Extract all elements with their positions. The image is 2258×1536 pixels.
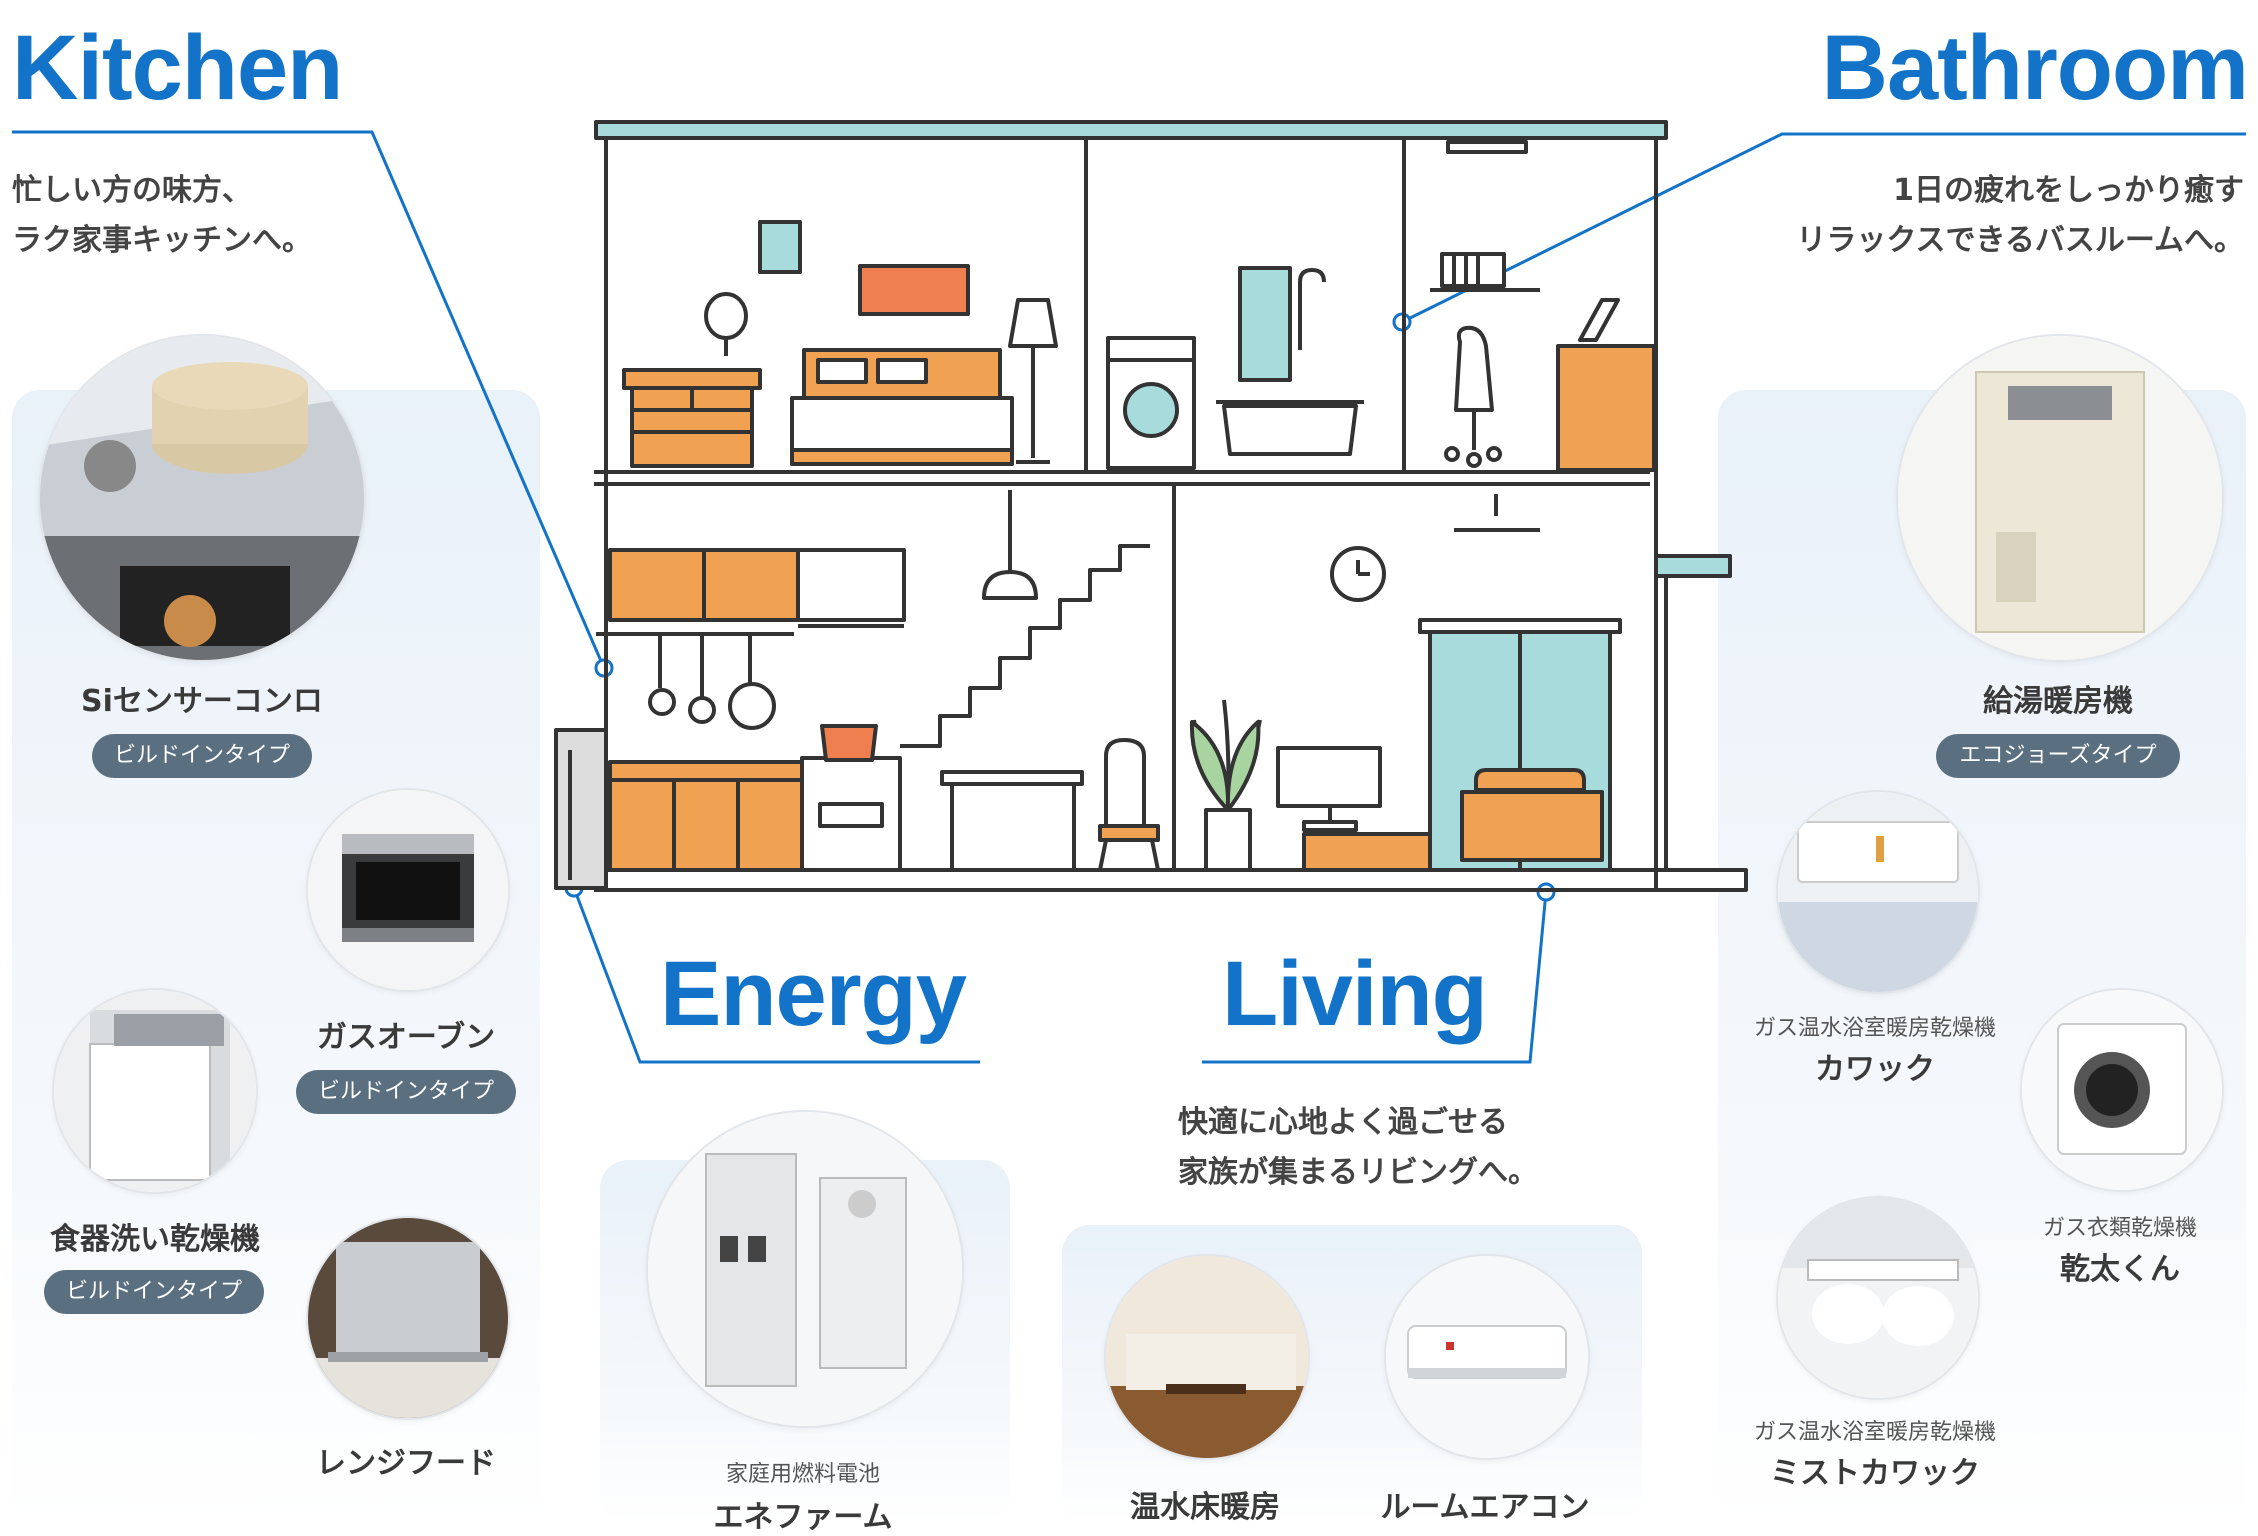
dishwasher-name: 食器洗い乾燥機 xyxy=(50,1222,260,1257)
kantakun-name: 乾太くん xyxy=(2060,1252,2180,1287)
living-desc-line2: 家族が集まるリビングへ。 xyxy=(1178,1155,1538,1190)
kitchen-connector xyxy=(12,130,606,669)
hood-image xyxy=(306,1216,510,1420)
living-desc: 快適に心地よく過ごせる 家族が集まるリビングへ。 xyxy=(1178,1098,1538,1198)
enefarm-category: 家庭用燃料電池 xyxy=(725,1462,880,1487)
bathroom-desc: 1日の疲れをしっかり癒す リラックスできるバスルームへ。 xyxy=(1796,166,2244,266)
energy-heading: Energy xyxy=(660,943,967,1045)
dishwasher-tag: ビルドインタイプ xyxy=(44,1270,264,1314)
oven-image xyxy=(306,788,510,992)
energy-connector xyxy=(572,887,980,1064)
konro-image xyxy=(38,334,366,662)
kitchen-desc-line1: 忙しい方の味方、 xyxy=(12,173,252,208)
floorheat-name: 温水床暖房 xyxy=(1130,1490,1280,1525)
kawakku-name: カワック xyxy=(1815,1052,1935,1087)
kitchen-heading: Kitchen xyxy=(12,17,343,119)
oven-name: ガスオーブン xyxy=(316,1020,496,1055)
kantakun-category: ガス衣類乾燥機 xyxy=(2042,1216,2197,1241)
kantakun-image xyxy=(2020,988,2224,1192)
living-desc-line1: 快適に心地よく過ごせる xyxy=(1178,1105,1508,1140)
oven-tag: ビルドインタイプ xyxy=(296,1070,516,1114)
dishwasher-image xyxy=(52,988,258,1194)
bathroom-desc-line1: 1日の疲れをしっかり癒す xyxy=(1893,173,2244,208)
floorheat-image xyxy=(1104,1254,1310,1460)
living-connector xyxy=(1202,891,1548,1064)
heater-name: 給湯暖房機 xyxy=(1983,684,2133,719)
bathroom-heading: Bathroom xyxy=(1821,17,2249,119)
hood-name: レンジフード xyxy=(316,1446,496,1481)
kitchen-desc: 忙しい方の味方、 ラク家事キッチンへ。 xyxy=(12,166,312,266)
kawakku-image xyxy=(1776,790,1980,994)
enefarm-image xyxy=(646,1110,964,1428)
konro-tag: ビルドインタイプ xyxy=(92,734,312,778)
konro-name: Siセンサーコンロ xyxy=(81,684,323,719)
aircon-image xyxy=(1384,1254,1590,1460)
kitchen-desc-line2: ラク家事キッチンへ。 xyxy=(12,223,312,258)
mist-name: ミストカワック xyxy=(1770,1456,1980,1491)
bathroom-connector xyxy=(1401,132,2246,324)
enefarm-name: エネファーム xyxy=(713,1500,893,1535)
heater-tag: エコジョーズタイプ xyxy=(1936,734,2180,778)
aircon-name: ルームエアコン xyxy=(1380,1490,1590,1525)
mist-category: ガス温水浴室暖房乾燥機 xyxy=(1753,1420,1996,1445)
bathroom-desc-line2: リラックスできるバスルームへ。 xyxy=(1796,223,2244,258)
mist-image xyxy=(1776,1196,1980,1400)
living-heading: Living xyxy=(1222,943,1488,1045)
heater-image xyxy=(1896,334,2224,662)
kawakku-category: ガス温水浴室暖房乾燥機 xyxy=(1753,1016,1996,1041)
house-illustration xyxy=(554,120,1748,892)
